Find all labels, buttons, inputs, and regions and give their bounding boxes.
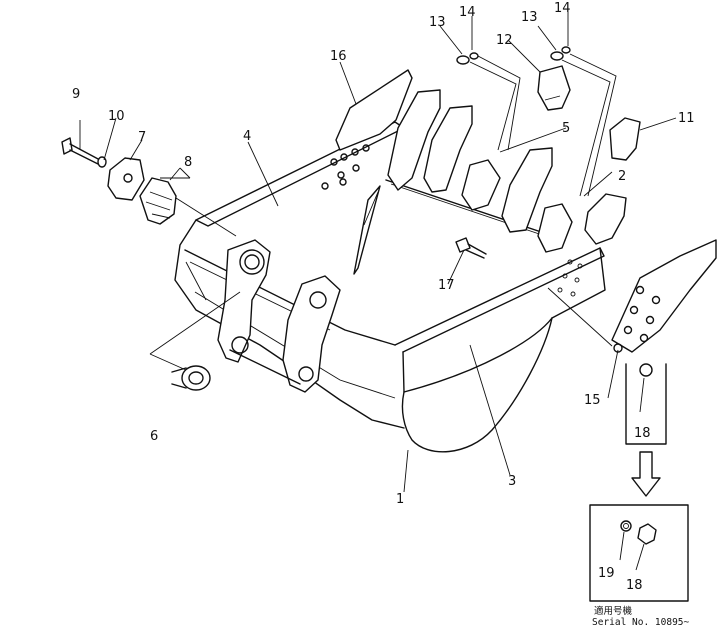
- detail-frame-bottom: [589, 504, 689, 602]
- leader-lines: [79, 12, 677, 493]
- callout-4: 4: [243, 129, 251, 144]
- side-plate-holes: [557, 259, 583, 297]
- bolt-17: [455, 237, 487, 259]
- detail-frame-top: [625, 363, 667, 445]
- callout-16: 16: [330, 49, 347, 64]
- plate-7: [107, 157, 145, 201]
- callout-14-left: 14: [459, 5, 476, 20]
- callout-5: 5: [562, 121, 570, 136]
- down-arrow: [631, 451, 661, 497]
- callout-14-right: 14: [554, 1, 571, 16]
- callout-9: 9: [72, 87, 80, 102]
- callout-19: 19: [598, 566, 615, 581]
- rim-bolt-holes: [321, 144, 370, 190]
- bucket-body: [174, 121, 606, 453]
- side-cutter-left: [335, 69, 413, 151]
- callout-18-upper: 18: [634, 426, 651, 441]
- callout-10: 10: [108, 109, 125, 124]
- serial-note: 適用号機 Serial No. 10895~: [592, 605, 690, 627]
- bolt-9: [61, 137, 101, 165]
- pin-locks: [456, 46, 571, 65]
- serial-note-japanese: 適用号機: [594, 605, 633, 617]
- callout-17: 17: [438, 278, 455, 293]
- callout-18-lower: 18: [626, 578, 643, 593]
- callout-11: 11: [678, 111, 695, 126]
- tooth-adapter: [537, 65, 571, 111]
- callout-15: 15: [584, 393, 601, 408]
- nut-18: [639, 363, 653, 377]
- shims-8: [139, 177, 177, 225]
- bucket-teeth: [387, 89, 641, 253]
- callout-1: 1: [396, 492, 404, 507]
- callout-3: 3: [508, 474, 516, 489]
- callout-13-right: 13: [521, 10, 538, 25]
- bushing-6: [171, 365, 211, 391]
- callout-12: 12: [496, 33, 513, 48]
- callout-13-left: 13: [429, 15, 446, 30]
- callout-6: 6: [150, 429, 158, 444]
- callout-8: 8: [184, 155, 192, 170]
- serial-note-number: Serial No. 10895~: [592, 617, 690, 627]
- callout-2: 2: [618, 169, 626, 184]
- callout-7: 7: [138, 130, 146, 145]
- callout-labels: 1 2 3 4 5 6 7 8 9 10 11 12 13 13 14 14 1…: [72, 1, 695, 593]
- side-cutter-right: [611, 239, 717, 353]
